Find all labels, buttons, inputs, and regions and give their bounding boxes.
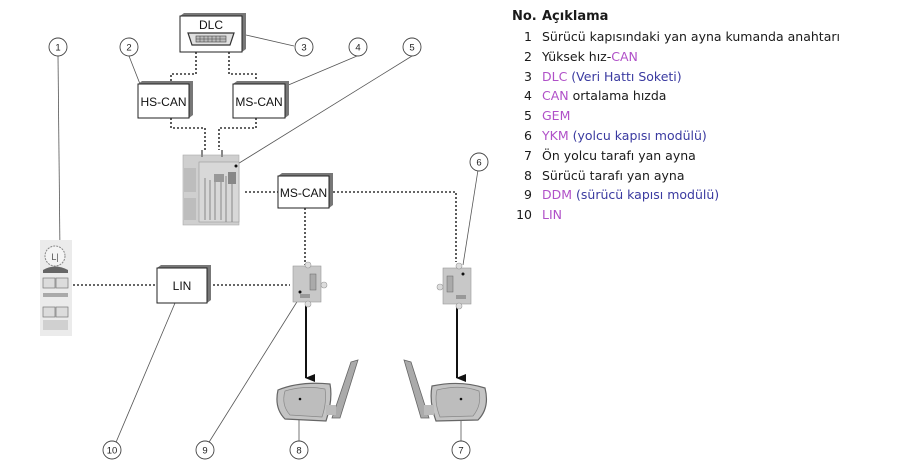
svg-text:8: 8 (296, 446, 301, 457)
callout-4: 4 (348, 37, 368, 57)
callout-2: 2 (119, 37, 139, 57)
dlc-to-mscan-line (228, 52, 257, 84)
legend-item: 7 Ön yolcu tarafı yan ayna (512, 146, 840, 166)
legend-item: 10 LIN (512, 205, 840, 225)
legend-item-text: LIN (542, 207, 563, 223)
legend-item-number: 3 (524, 68, 532, 84)
dlc-to-hscan-line (170, 52, 197, 84)
legend-item: 6 YKM (yolcu kapısı modülü) (512, 126, 840, 146)
legend-item: 3 DLC (Veri Hattı Soketi) (512, 67, 840, 87)
mscan-to-gem-line (218, 118, 257, 150)
legend-item-number: 5 (524, 108, 532, 124)
dlc-box: DLC (179, 13, 246, 53)
legend-item-number: 6 (524, 127, 532, 143)
legend-item-text: DLC (542, 68, 568, 84)
legend-item-text: (Veri Hattı Soketi) (567, 68, 682, 84)
passenger-mirror-icon (403, 359, 488, 422)
legend-item-number: 8 (524, 167, 532, 183)
svg-text:4: 4 (355, 43, 360, 54)
legend-item-number: 2 (524, 48, 532, 64)
svg-text:9: 9 (202, 446, 207, 457)
driver-mirror-icon (276, 359, 359, 422)
legend-header-desc: Açıklama (542, 9, 609, 24)
legend-item-text: YKM (542, 127, 569, 143)
legend-item-text: GEM (542, 108, 571, 124)
legend-item-number: 9 (524, 187, 532, 203)
svg-text:2: 2 (126, 43, 131, 54)
callout-10: 10 (102, 440, 122, 460)
legend-item-text: ortalama hızda (568, 88, 667, 104)
legend-item: 8 Sürücü tarafı yan ayna (512, 166, 840, 186)
ms-can-mid-label: MS-CAN (280, 186, 327, 200)
gem-module-icon (182, 150, 240, 226)
callout-1: 1 (48, 37, 68, 57)
legend-item-text: Sürücü kapısındaki yan ayna kumanda anah… (542, 29, 840, 44)
legend-item: 1 Sürücü kapısındaki yan ayna kumanda ana… (512, 27, 840, 47)
legend-rows: 1 Sürücü kapısındaki yan ayna kumanda ana… (512, 27, 840, 225)
svg-text:1: 1 (55, 43, 60, 54)
hs-can-label: HS-CAN (140, 95, 186, 109)
callout-9: 9 (195, 440, 215, 460)
lin-label: LIN (173, 279, 192, 293)
svg-text:10: 10 (107, 446, 118, 457)
svg-text:7: 7 (458, 446, 463, 457)
legend: No. Açıklama 1 Sürücü kapısındaki yan ayna… (512, 7, 840, 225)
dlc-connector-icon (187, 32, 235, 46)
legend-item-text: CAN (611, 48, 638, 64)
callout-5: 5 (402, 37, 422, 57)
legend-item: 9 DDM (sürücü kapısı modülü) (512, 185, 840, 205)
callouts: 1 2 3 4 5 6 7 8 9 10 (48, 37, 489, 460)
legend-item-text: (sürücü kapısı modülü) (572, 187, 720, 203)
legend-item: 4 CAN ortalama hızda (512, 86, 840, 106)
legend-item: 5 GEM (512, 106, 840, 126)
lin-box: LIN (156, 265, 211, 304)
legend-item-text: CAN (542, 88, 569, 104)
callout-6: 6 (469, 152, 489, 172)
legend-item-number: 10 (516, 207, 532, 223)
legend-item-number: 4 (524, 88, 532, 104)
legend-item-number: 1 (524, 29, 532, 44)
ms-can-top-label: MS-CAN (235, 95, 282, 109)
svg-text:5: 5 (409, 43, 414, 54)
legend-header-no: No. (512, 9, 537, 24)
callout-3: 3 (294, 37, 314, 57)
mirror-arrows (305, 305, 466, 382)
svg-text:6: 6 (476, 158, 481, 169)
legend-item: 2 Yüksek hız-CAN (512, 47, 840, 67)
hscan-to-gem-line (170, 118, 206, 150)
mirror-switch-icon: L| (40, 240, 72, 336)
legend-item-number: 7 (524, 147, 532, 163)
svg-text:3: 3 (301, 43, 306, 54)
mscan-mid-to-ykm-line (333, 191, 457, 262)
legend-item-text: Yüksek hız- (542, 48, 612, 64)
svg-text:L|: L| (51, 252, 58, 262)
bus-connections (73, 52, 457, 286)
callout-7: 7 (451, 440, 471, 460)
ddm-module-icon (292, 261, 328, 308)
callout-8: 8 (289, 440, 309, 460)
dlc-label: DLC (199, 18, 223, 32)
legend-item-text: DDM (542, 187, 573, 203)
legend-item-text: (yolcu kapısı modülü) (568, 127, 707, 143)
legend-header: No. Açıklama (512, 7, 840, 27)
hs-can-box: HS-CAN (137, 81, 193, 119)
legend-item-text: Sürücü tarafı yan ayna (542, 167, 685, 183)
ykm-module-icon (436, 262, 472, 310)
legend-item-text: Ön yolcu tarafı yan ayna (542, 147, 696, 163)
ms-can-mid-box: MS-CAN (277, 173, 333, 209)
ms-can-top-box: MS-CAN (232, 81, 289, 119)
